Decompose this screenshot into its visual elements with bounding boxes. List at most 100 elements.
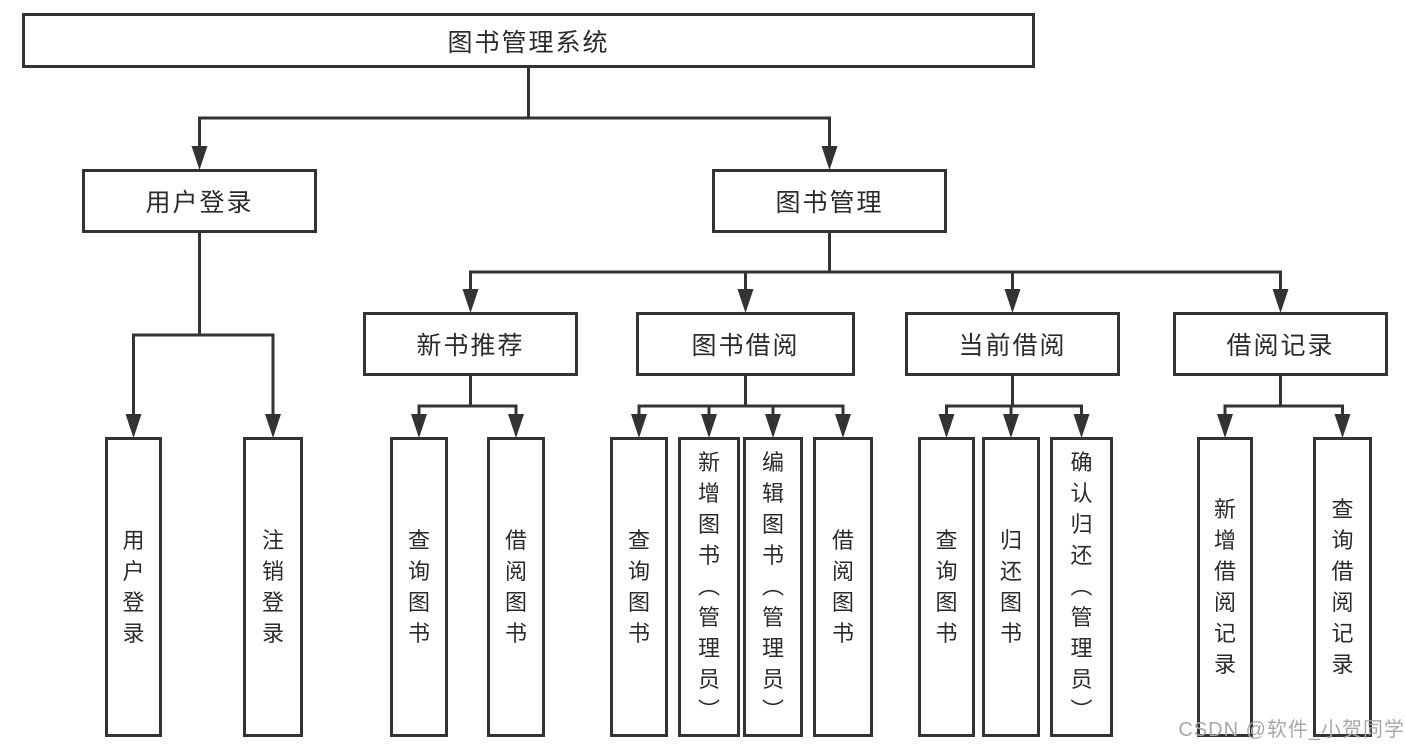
node-label-char: ︵ <box>1070 574 1093 599</box>
node-label-char: ︵ <box>761 574 784 599</box>
node-label-char: 员 <box>1070 667 1093 692</box>
node-label-char: 图 <box>999 589 1022 615</box>
node-label-char: ︵ <box>697 574 720 599</box>
node-label: 图书借阅 <box>691 332 800 360</box>
node-new-book-rec: 新书推荐 <box>363 312 578 376</box>
node-label-char: 登 <box>261 589 284 615</box>
node-label-char: 新 <box>697 450 720 475</box>
node-leaf-edit-book: 编辑图书 ︵ 管理员 ︶ <box>743 437 803 737</box>
node-label-char: 书 <box>761 543 784 568</box>
node-leaf-query-borrow-record: 查询借阅记录 <box>1313 437 1372 737</box>
node-user-login: 用户登录 <box>82 169 317 233</box>
node-label: 用户登录 <box>145 189 254 217</box>
node-leaf-confirm-return: 确认归还 ︵ 管理员 ︶ <box>1050 437 1113 737</box>
node-label-char: 借 <box>1331 558 1354 584</box>
node-label-char: 销 <box>261 558 284 584</box>
node-label-char: 查 <box>1331 496 1354 522</box>
node-system: 图书管理系统 <box>22 13 1035 68</box>
node-leaf-add-borrow-record: 新增借阅记录 <box>1197 437 1253 737</box>
node-label-char: 记 <box>1213 620 1236 646</box>
node-label-char: 书 <box>935 620 958 646</box>
node-label: 当前借阅 <box>958 332 1067 360</box>
node-book-mgmt: 图书管理 <box>712 169 947 233</box>
node-label-char: 理 <box>697 636 720 661</box>
node-label-char: 理 <box>1070 636 1093 661</box>
node-label-char: 增 <box>697 481 720 506</box>
node-leaf-query-book-3: 查询图书 <box>918 437 975 737</box>
node-label-char: 增 <box>1213 527 1236 553</box>
node-label: 图书管理 <box>775 189 884 217</box>
node-label-char: 归 <box>999 527 1022 553</box>
node-label-char: 登 <box>122 589 145 615</box>
node-label-char: ︶ <box>1070 698 1093 723</box>
node-label-char: 阅 <box>1331 589 1354 615</box>
node-label-char: 阅 <box>1213 589 1236 615</box>
node-label-char: ︶ <box>697 698 720 723</box>
node-label-char: 图 <box>831 589 854 615</box>
node-leaf-query-book-1: 查询图书 <box>390 437 448 737</box>
node-label-char: 书 <box>627 620 650 646</box>
node-label-char: 理 <box>761 636 784 661</box>
node-label-char: 图 <box>407 589 430 615</box>
node-label-char: 还 <box>999 558 1022 584</box>
node-label-char: 员 <box>761 667 784 692</box>
node-label-char: 录 <box>122 620 145 646</box>
node-leaf-borrow-book-1: 借阅图书 <box>487 437 545 737</box>
node-label-char: ︶ <box>761 698 784 723</box>
node-label-char: 记 <box>1331 620 1354 646</box>
node-label-char: 图 <box>627 589 650 615</box>
node-label-char: 管 <box>1070 605 1093 630</box>
node-label-char: 户 <box>122 558 145 584</box>
node-label-char: 书 <box>999 620 1022 646</box>
node-label-char: 询 <box>407 558 430 584</box>
node-label-char: 认 <box>1070 481 1093 506</box>
node-label-char: 查 <box>627 527 650 553</box>
node-label: 借阅记录 <box>1226 332 1335 360</box>
node-label-char: 编 <box>761 450 784 475</box>
node-label-char: 询 <box>1331 527 1354 553</box>
node-label-char: 借 <box>504 527 527 553</box>
node-label-char: 借 <box>1213 558 1236 584</box>
node-current-borrow: 当前借阅 <box>905 312 1120 376</box>
node-leaf-query-book-2: 查询图书 <box>610 437 668 737</box>
node-label: 新书推荐 <box>416 332 525 360</box>
node-label-char: 用 <box>122 527 145 553</box>
node-book-borrow: 图书借阅 <box>636 312 855 376</box>
node-label-char: 员 <box>697 667 720 692</box>
node-label-char: 管 <box>761 605 784 630</box>
node-leaf-user-login: 用户登录 <box>105 437 162 737</box>
node-label-char: 借 <box>831 527 854 553</box>
node-label-char: 阅 <box>831 558 854 584</box>
node-label-char: 图 <box>935 589 958 615</box>
node-leaf-logout: 注销登录 <box>243 437 303 737</box>
node-label-char: 图 <box>504 589 527 615</box>
node-label-char: 录 <box>261 620 284 646</box>
node-label-char: 注 <box>261 527 284 553</box>
node-label-char: 书 <box>407 620 430 646</box>
node-label-char: 书 <box>831 620 854 646</box>
node-label-char: 阅 <box>504 558 527 584</box>
node-label-char: 归 <box>1070 512 1093 537</box>
node-label-char: 确 <box>1070 450 1093 475</box>
node-label-char: 辑 <box>761 481 784 506</box>
node-leaf-borrow-book-2: 借阅图书 <box>813 437 873 737</box>
node-label-char: 查 <box>935 527 958 553</box>
node-label: 图书管理系统 <box>447 28 610 57</box>
node-label-char: 询 <box>935 558 958 584</box>
node-label-char: 图 <box>697 512 720 537</box>
node-label-char: 图 <box>761 512 784 537</box>
node-label-char: 录 <box>1213 651 1236 677</box>
node-label-char: 查 <box>407 527 430 553</box>
node-borrow-record: 借阅记录 <box>1173 312 1388 376</box>
node-label-char: 录 <box>1331 651 1354 677</box>
node-label-char: 管 <box>697 605 720 630</box>
node-label-char: 还 <box>1070 543 1093 568</box>
node-leaf-return-book: 归还图书 <box>982 437 1040 737</box>
node-leaf-add-book: 新增图书 ︵ 管理员 ︶ <box>678 437 740 737</box>
node-label-char: 书 <box>504 620 527 646</box>
node-label-char: 询 <box>627 558 650 584</box>
watermark: CSDN @软件_小贺同学 <box>1178 719 1405 741</box>
node-label-char: 书 <box>697 543 720 568</box>
